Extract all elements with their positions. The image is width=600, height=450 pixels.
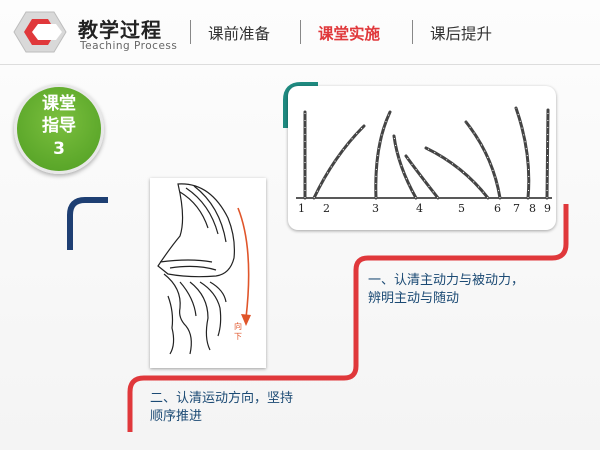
wing-figure: 向 下 [150, 178, 266, 368]
label-8: 8 [529, 202, 536, 215]
header-divider [0, 64, 600, 65]
divider [412, 20, 413, 44]
red-path [127, 204, 569, 432]
wing-drawing [157, 183, 251, 355]
label-9: 9 [544, 202, 551, 215]
badge-line2: 指导 [42, 116, 76, 136]
label-5: 5 [458, 202, 465, 215]
divider [190, 20, 191, 44]
caption-point2: 二、认清运动方向，坚持 顺序推进 [150, 390, 293, 426]
badge-line1: 课堂 [42, 94, 76, 114]
section-badge: 课堂 指导 3 [14, 84, 104, 174]
arrow-label: 向 下 [232, 322, 244, 342]
logo-icon [13, 11, 67, 53]
label-7: 7 [513, 202, 520, 215]
tab-post-class[interactable]: 课后提升 [430, 25, 493, 43]
arrow-label-2: 下 [234, 332, 242, 341]
page-subtitle: Teaching Process [80, 40, 178, 52]
label-1: 1 [298, 202, 305, 215]
label-2: 2 [323, 202, 330, 215]
bamboo-number-row: 1 2 3 4 5 6 7 8 9 [288, 202, 556, 218]
page-title: 教学过程 [78, 18, 162, 42]
header: 教学过程 Teaching Process 课前准备 课堂实施 课后提升 [0, 0, 600, 64]
arrow-label-1: 向 [234, 322, 242, 331]
caption-point1: 一、认清主动力与被动力， 辨明主动与随动 [368, 272, 524, 308]
badge-number: 3 [53, 139, 65, 159]
tab-in-class[interactable]: 课堂实施 [318, 25, 381, 43]
tab-pre-class[interactable]: 课前准备 [208, 25, 271, 43]
caption-point2-line2: 顺序推进 [150, 409, 203, 424]
bamboo-drawing [296, 106, 552, 200]
label-6: 6 [494, 202, 501, 215]
caption-point2-line1: 二、认清运动方向，坚持 [150, 391, 294, 406]
caption-point1-line2: 辨明主动与随动 [368, 291, 460, 306]
navy-bracket [67, 197, 108, 250]
caption-point1-line1: 一、认清主动力与被动力， [368, 273, 525, 288]
label-3: 3 [372, 202, 379, 215]
divider [300, 20, 301, 44]
bamboo-figure: 1 2 3 4 5 6 7 8 9 [288, 86, 556, 230]
label-4: 4 [416, 202, 423, 215]
